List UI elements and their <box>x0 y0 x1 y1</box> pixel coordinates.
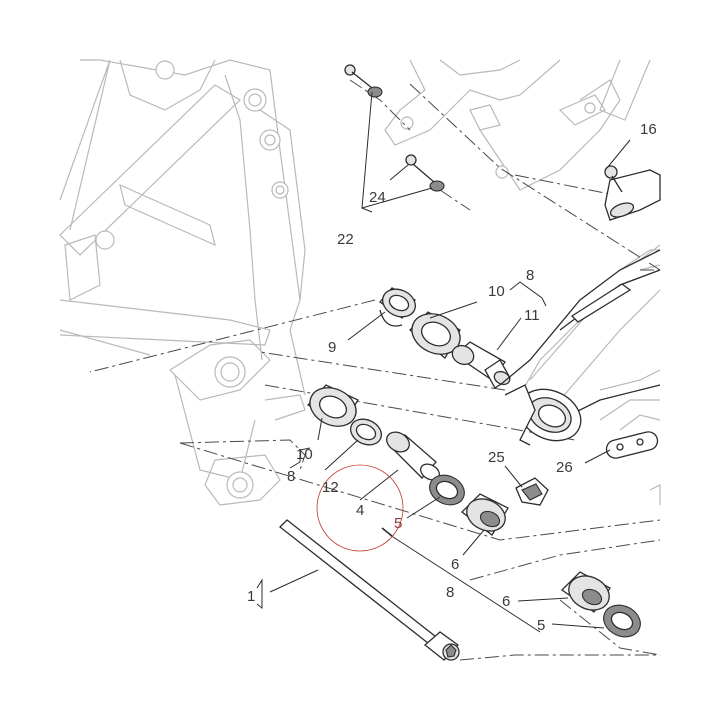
part-24-screw <box>405 154 445 192</box>
alignment-lines <box>89 79 661 661</box>
part-5-seal-upper <box>429 474 465 506</box>
callout-24: 24 <box>369 189 386 206</box>
callout-1: 1 <box>247 588 255 605</box>
part-11-sleeve <box>451 341 511 389</box>
part-5-seal-lower <box>603 604 641 638</box>
callout-8-low: 8 <box>446 584 454 601</box>
callout-16: 16 <box>640 121 657 138</box>
callout-26: 26 <box>556 459 573 476</box>
ghost-frame <box>59 59 306 506</box>
callout-labels: 16 24 22 8 10 11 9 10 8 12 4 5 25 26 6 8… <box>247 121 657 634</box>
callout-9: 9 <box>328 339 336 356</box>
part-4-spacer <box>386 431 440 481</box>
callout-10-upper: 10 <box>488 283 505 300</box>
ghost-swingarm <box>519 244 661 505</box>
callout-5-lower: 5 <box>537 617 545 634</box>
callout-22: 22 <box>337 231 354 248</box>
callout-6-lower: 6 <box>502 593 510 610</box>
highlight-circle <box>316 464 404 552</box>
part-6-bearing-lower <box>560 571 611 613</box>
part-12-ring <box>349 418 383 446</box>
leader-lines <box>256 91 631 629</box>
part-22-screw-top <box>344 64 383 98</box>
part-16-screw <box>604 165 623 193</box>
swingarm-pivot <box>499 169 661 446</box>
part-6-bearing-upper <box>461 493 509 536</box>
callout-25: 25 <box>488 449 505 466</box>
callout-8-mid: 8 <box>287 468 295 485</box>
part-9-bush <box>379 287 417 327</box>
callout-8-top: 8 <box>526 267 534 284</box>
callout-12: 12 <box>322 479 339 496</box>
part-26-plug <box>605 431 659 459</box>
ghost-top-bracket <box>384 59 651 191</box>
callout-4: 4 <box>356 502 364 519</box>
part-1-axle <box>279 519 460 661</box>
part-10-bush-upper <box>409 311 461 359</box>
callout-10-lower: 10 <box>296 446 313 463</box>
callout-5-upper: 5 <box>394 515 402 532</box>
callout-6-upper: 6 <box>451 556 459 573</box>
callout-11: 11 <box>524 307 540 324</box>
axis-lines <box>381 527 541 633</box>
part-25-clip <box>515 477 549 506</box>
part-10-bush-lower <box>306 384 359 427</box>
